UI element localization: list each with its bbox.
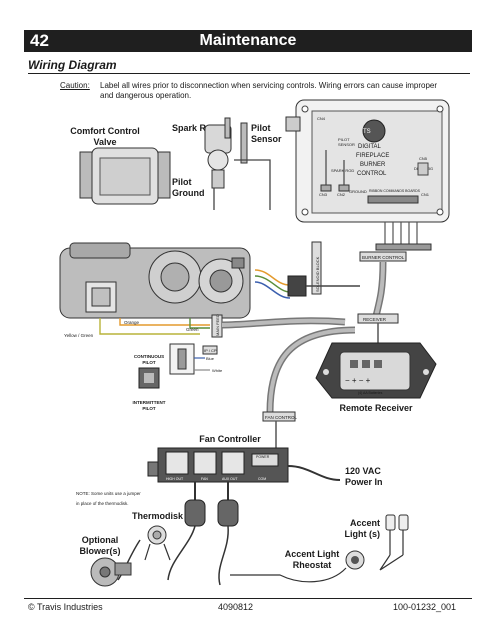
- svg-text:HIGH OUT: HIGH OUT: [166, 477, 184, 481]
- svg-text:FIREPLACE: FIREPLACE: [356, 153, 389, 159]
- burner-control-harness: BURNER CONTROL SOLENOID BLOCK: [311, 222, 432, 321]
- svg-text:CN4: CN4: [317, 116, 326, 121]
- svg-text:MAIN FEED: MAIN FEED: [215, 314, 220, 336]
- svg-text:DIGITAL: DIGITAL: [358, 144, 382, 150]
- vac-label: 120 VAC: [345, 466, 381, 476]
- svg-text:PILOT: PILOT: [142, 360, 156, 365]
- svg-text:Pilot: Pilot: [172, 177, 192, 187]
- svg-text:POWER: POWER: [256, 455, 270, 459]
- svg-text:Thermodisk: Thermodisk: [132, 511, 184, 521]
- svg-text:TS: TS: [363, 129, 371, 135]
- svg-text:CN5: CN5: [419, 156, 428, 161]
- note-text-2: in place of the thermodisk.: [76, 501, 129, 506]
- svg-text:IP / CP: IP / CP: [204, 348, 217, 353]
- note-text: NOTE: Some units use a jumper: [76, 491, 141, 496]
- gas-valve: [59, 242, 251, 319]
- svg-text:Blower(s): Blower(s): [79, 546, 120, 556]
- svg-text:White: White: [212, 368, 223, 373]
- svg-text:SOLENOID BLOCK: SOLENOID BLOCK: [315, 256, 320, 292]
- pilot-switch: IP / CP Blue White CONTINUOUS PILOT INTE…: [133, 343, 223, 411]
- remote-receiver: − + − + (4) AA Batteries Remote Receiver: [315, 342, 437, 413]
- svg-text:Valve: Valve: [93, 137, 116, 147]
- svg-text:SENSOR: SENSOR: [338, 142, 355, 147]
- svg-text:Blue: Blue: [206, 356, 215, 361]
- svg-text:Spark Rod: Spark Rod: [172, 123, 217, 133]
- svg-text:CN3: CN3: [319, 192, 328, 197]
- fan-control-cable: FAN CONTROL: [262, 326, 356, 448]
- accent-lights: Accent Light (s): [345, 514, 409, 571]
- svg-text:SPARK ROD: SPARK ROD: [331, 168, 354, 173]
- footer-doc-number: 4090812: [218, 602, 254, 612]
- footer-copyright: © Travis Industries: [28, 602, 103, 612]
- svg-text:− + − +: − + − +: [345, 376, 371, 385]
- svg-text:Remote Receiver: Remote Receiver: [339, 403, 413, 413]
- svg-text:PILOT: PILOT: [142, 406, 156, 411]
- page-number: 42: [30, 31, 49, 50]
- svg-text:Light (s): Light (s): [345, 529, 381, 539]
- svg-text:FAN CONTROL: FAN CONTROL: [265, 415, 298, 420]
- svg-text:Green: Green: [186, 327, 199, 332]
- svg-text:CONTINUOUS: CONTINUOUS: [134, 354, 164, 359]
- comfort-control-valve: Comfort Control Valve: [70, 126, 171, 205]
- svg-text:RIBBON COMMANDS BOARDS: RIBBON COMMANDS BOARDS: [369, 189, 421, 193]
- svg-text:Accent Light: Accent Light: [285, 549, 340, 559]
- svg-text:AUX OUT: AUX OUT: [222, 477, 238, 481]
- svg-text:Ground: Ground: [172, 188, 205, 198]
- valve-wires: Orange Yellow / Green Green MAIN FEED: [64, 269, 360, 338]
- page-header: 42 Maintenance: [24, 30, 472, 52]
- svg-text:BURNER CONTROL: BURNER CONTROL: [362, 255, 405, 260]
- caution-text: Label all wires prior to disconnection w…: [100, 81, 438, 100]
- accent-rheostat: Accent Light Rheostat: [230, 549, 365, 583]
- page-title: Maintenance: [199, 32, 297, 49]
- svg-text:(4) AA Batteries: (4) AA Batteries: [358, 391, 383, 395]
- plug-cords: [117, 482, 239, 586]
- svg-text:BURNER: BURNER: [360, 162, 386, 168]
- svg-text:PILOT: PILOT: [338, 137, 350, 142]
- svg-text:Yellow / Green: Yellow / Green: [64, 333, 94, 338]
- svg-text:INTERMITTENT: INTERMITTENT: [133, 400, 166, 405]
- svg-text:Pilot: Pilot: [251, 123, 271, 133]
- svg-text:Rheostat: Rheostat: [293, 560, 332, 570]
- vac-label-2: Power In: [345, 477, 383, 487]
- footer-divider: [24, 598, 472, 599]
- svg-text:COM: COM: [258, 477, 266, 481]
- svg-text:Comfort Control: Comfort Control: [70, 126, 140, 136]
- burner-control-module: TS CN4 PILOT SENSOR SPARK ROD GROUND CN3…: [285, 99, 450, 223]
- svg-text:Accent: Accent: [350, 518, 380, 528]
- thermodisk: Thermodisk: [132, 511, 184, 561]
- svg-text:Orange: Orange: [124, 320, 140, 325]
- fan-controller: Fan Controller POWER HIGH OUT FAN AUX OU…: [147, 434, 341, 483]
- svg-text:Optional: Optional: [82, 535, 119, 545]
- pilot-assembly: Spark Rod Pilot Sensor Pilot Ground: [172, 117, 282, 210]
- svg-text:GROUND: GROUND: [349, 189, 367, 194]
- section-title: Wiring Diagram: [28, 58, 117, 72]
- receiver-connector: RECEIVER: [357, 313, 399, 345]
- svg-text:FAN: FAN: [201, 477, 208, 481]
- svg-text:Fan Controller: Fan Controller: [199, 434, 261, 444]
- section-divider: [28, 73, 470, 74]
- footer-part-number: 100-01232_001: [393, 602, 457, 612]
- svg-text:RECEIVER: RECEIVER: [363, 317, 387, 322]
- svg-text:Sensor: Sensor: [251, 134, 282, 144]
- svg-text:CONTROL: CONTROL: [357, 171, 387, 177]
- caution-label: Caution:: [60, 81, 90, 90]
- optional-blower: Optional Blower(s): [79, 535, 132, 587]
- svg-text:CN2: CN2: [337, 192, 346, 197]
- svg-text:CN1: CN1: [421, 192, 430, 197]
